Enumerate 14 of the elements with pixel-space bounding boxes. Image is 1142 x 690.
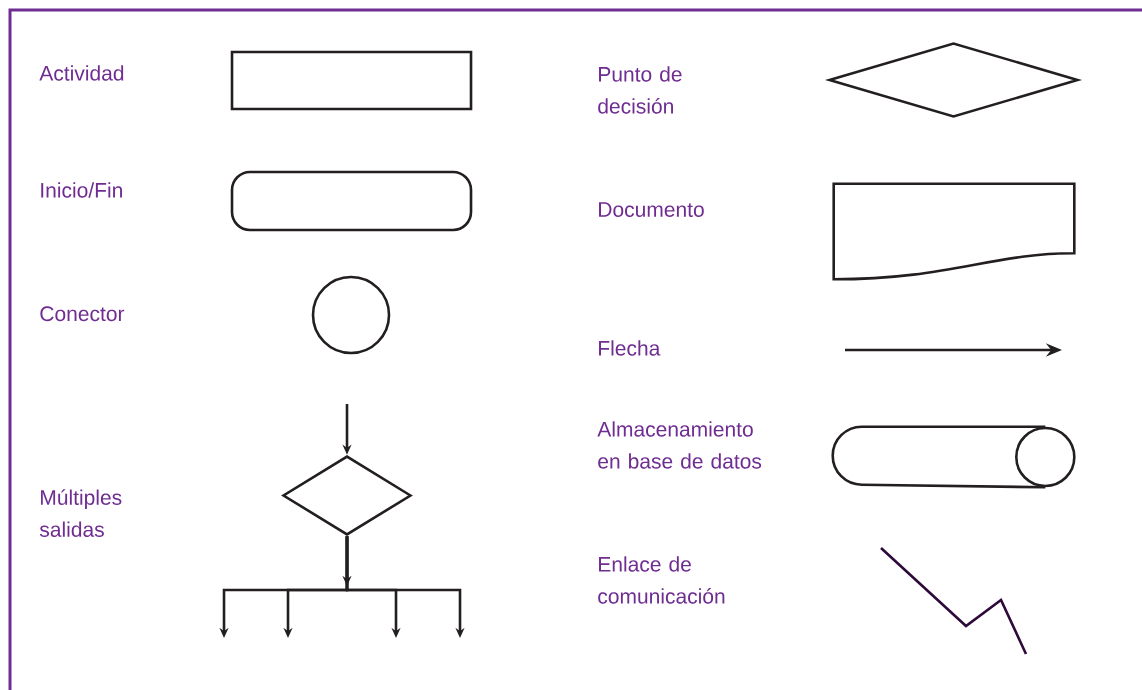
symbol-label: Documento	[599, 202, 704, 217]
symbol-label: Punto de decisión	[598, 66, 682, 114]
connector-circle	[311, 275, 391, 355]
symbol-label: Enlace de comunicación	[598, 556, 725, 604]
symbol-label: Múltiples salidas	[39, 489, 122, 537]
document-shape	[832, 182, 1076, 281]
symbol-label: Inicio/Fin	[41, 182, 122, 198]
symbol-label: Flecha	[599, 340, 661, 356]
activity-rectangle	[230, 50, 473, 111]
rounded-rectangle	[230, 170, 473, 232]
symbol-label: Almacenamiento en base de datos	[597, 421, 762, 469]
symbol-label: Actividad	[39, 65, 124, 81]
database-cylinder	[831, 425, 1076, 489]
symbol-label: Conector	[40, 306, 125, 322]
